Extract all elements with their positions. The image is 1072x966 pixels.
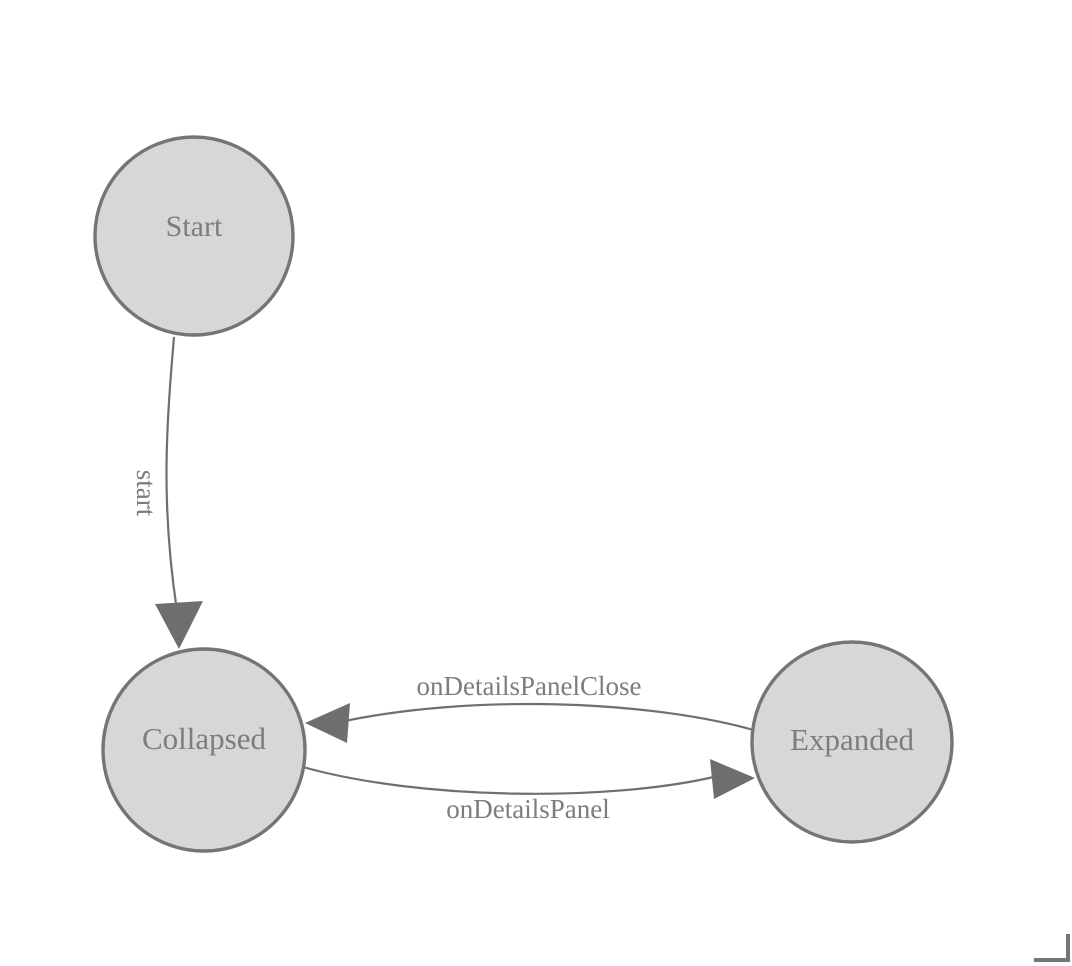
arrowhead-expanded-to-collapsed xyxy=(305,703,350,743)
state-node-expanded-label: Expanded xyxy=(790,722,914,757)
state-node-expanded[interactable]: Expanded xyxy=(750,640,954,844)
canvas-resize-handle-bracket xyxy=(1034,934,1070,962)
edge-path-expanded-to-collapsed xyxy=(339,702,758,733)
state-node-start[interactable]: Start xyxy=(93,135,295,337)
state-node-collapsed-label: Collapsed xyxy=(142,721,266,756)
canvas-resize-handle[interactable] xyxy=(1034,934,1070,962)
edge-label-on-details-panel-close: onDetailsPanelClose xyxy=(417,671,642,701)
edge-label-start: start xyxy=(131,470,161,517)
arrowhead-start-to-collapsed xyxy=(155,601,203,649)
state-node-collapsed-circle xyxy=(101,647,307,853)
state-node-collapsed[interactable]: Collapsed xyxy=(101,647,307,853)
edge-start-to-collapsed[interactable]: start xyxy=(131,336,203,649)
arrowhead-collapsed-to-expanded xyxy=(710,759,755,799)
state-node-expanded-circle xyxy=(750,640,954,844)
edge-path-start-to-collapsed xyxy=(165,336,179,612)
state-node-start-circle xyxy=(93,135,295,337)
state-node-start-label: Start xyxy=(166,210,223,243)
edge-expanded-to-collapsed[interactable]: onDetailsPanelClose xyxy=(305,671,758,743)
edge-path-collapsed-to-expanded xyxy=(302,765,719,795)
edge-label-on-details-panel: onDetailsPanel xyxy=(446,794,609,824)
edge-collapsed-to-expanded[interactable]: onDetailsPanel xyxy=(302,759,755,824)
